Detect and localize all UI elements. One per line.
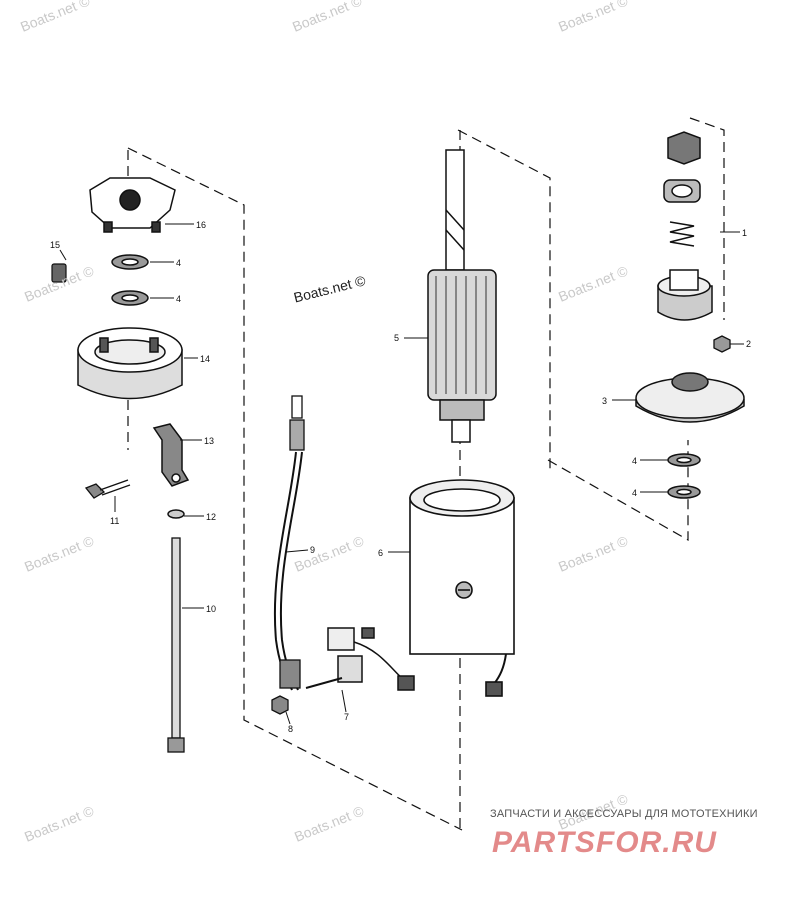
- bolt-part-11: [84, 479, 131, 499]
- bracket-part-13: [152, 423, 190, 487]
- end-cap-part-14: [77, 327, 183, 400]
- callout-2: 2: [746, 339, 751, 349]
- callout-9: 9: [310, 545, 315, 555]
- washer-part-4-a: [111, 254, 149, 270]
- brand-logo: PARTSFOR.RU: [492, 826, 717, 859]
- washer-part-4-b: [111, 290, 149, 306]
- callout-4-b: 4: [176, 294, 181, 304]
- callout-4-d: 4: [632, 488, 637, 498]
- brush-set-part-7: [305, 627, 415, 691]
- drive-assembly-part-1: [657, 131, 713, 321]
- lead-wire-part-9: [273, 395, 305, 691]
- brand-tagline: ЗАПЧАСТИ И АКСЕССУАРЫ ДЛЯ МОТОТЕХНИКИ: [490, 808, 758, 820]
- callout-8: 8: [288, 724, 293, 734]
- drive-end-head-part-3: [635, 372, 745, 423]
- callout-11: 11: [110, 516, 119, 526]
- field-frame-part-6: [409, 479, 515, 697]
- callout-10: 10: [206, 604, 216, 614]
- callout-3: 3: [602, 396, 607, 406]
- brush-plate-part-16: [89, 177, 176, 233]
- callout-5: 5: [394, 333, 399, 343]
- armature-part-5: [427, 149, 497, 443]
- callout-12: 12: [206, 512, 216, 522]
- callout-1: 1: [742, 228, 747, 238]
- callout-15: 15: [50, 240, 60, 250]
- washer-part-4-d: [667, 485, 701, 499]
- washer-part-4-c: [667, 453, 701, 467]
- dashed-frame: [127, 117, 725, 834]
- callout-labels: 16 4 4 15 14 13 11 12 10 9 8 7 5 6 1 2 3…: [50, 220, 751, 734]
- callout-16: 16: [196, 220, 206, 230]
- lockwasher-part-12: [167, 509, 185, 519]
- callout-13: 13: [204, 436, 214, 446]
- nut-part-2: [713, 335, 731, 353]
- leader-lines: [59, 223, 744, 725]
- callout-4-a: 4: [176, 258, 181, 268]
- callout-14: 14: [200, 354, 210, 364]
- callout-4-c: 4: [632, 456, 637, 466]
- callout-7: 7: [344, 712, 349, 722]
- through-bolt-part-10: [167, 537, 185, 753]
- callout-6: 6: [378, 548, 383, 558]
- screw-part-15: [51, 263, 67, 283]
- nut-part-8: [271, 695, 289, 715]
